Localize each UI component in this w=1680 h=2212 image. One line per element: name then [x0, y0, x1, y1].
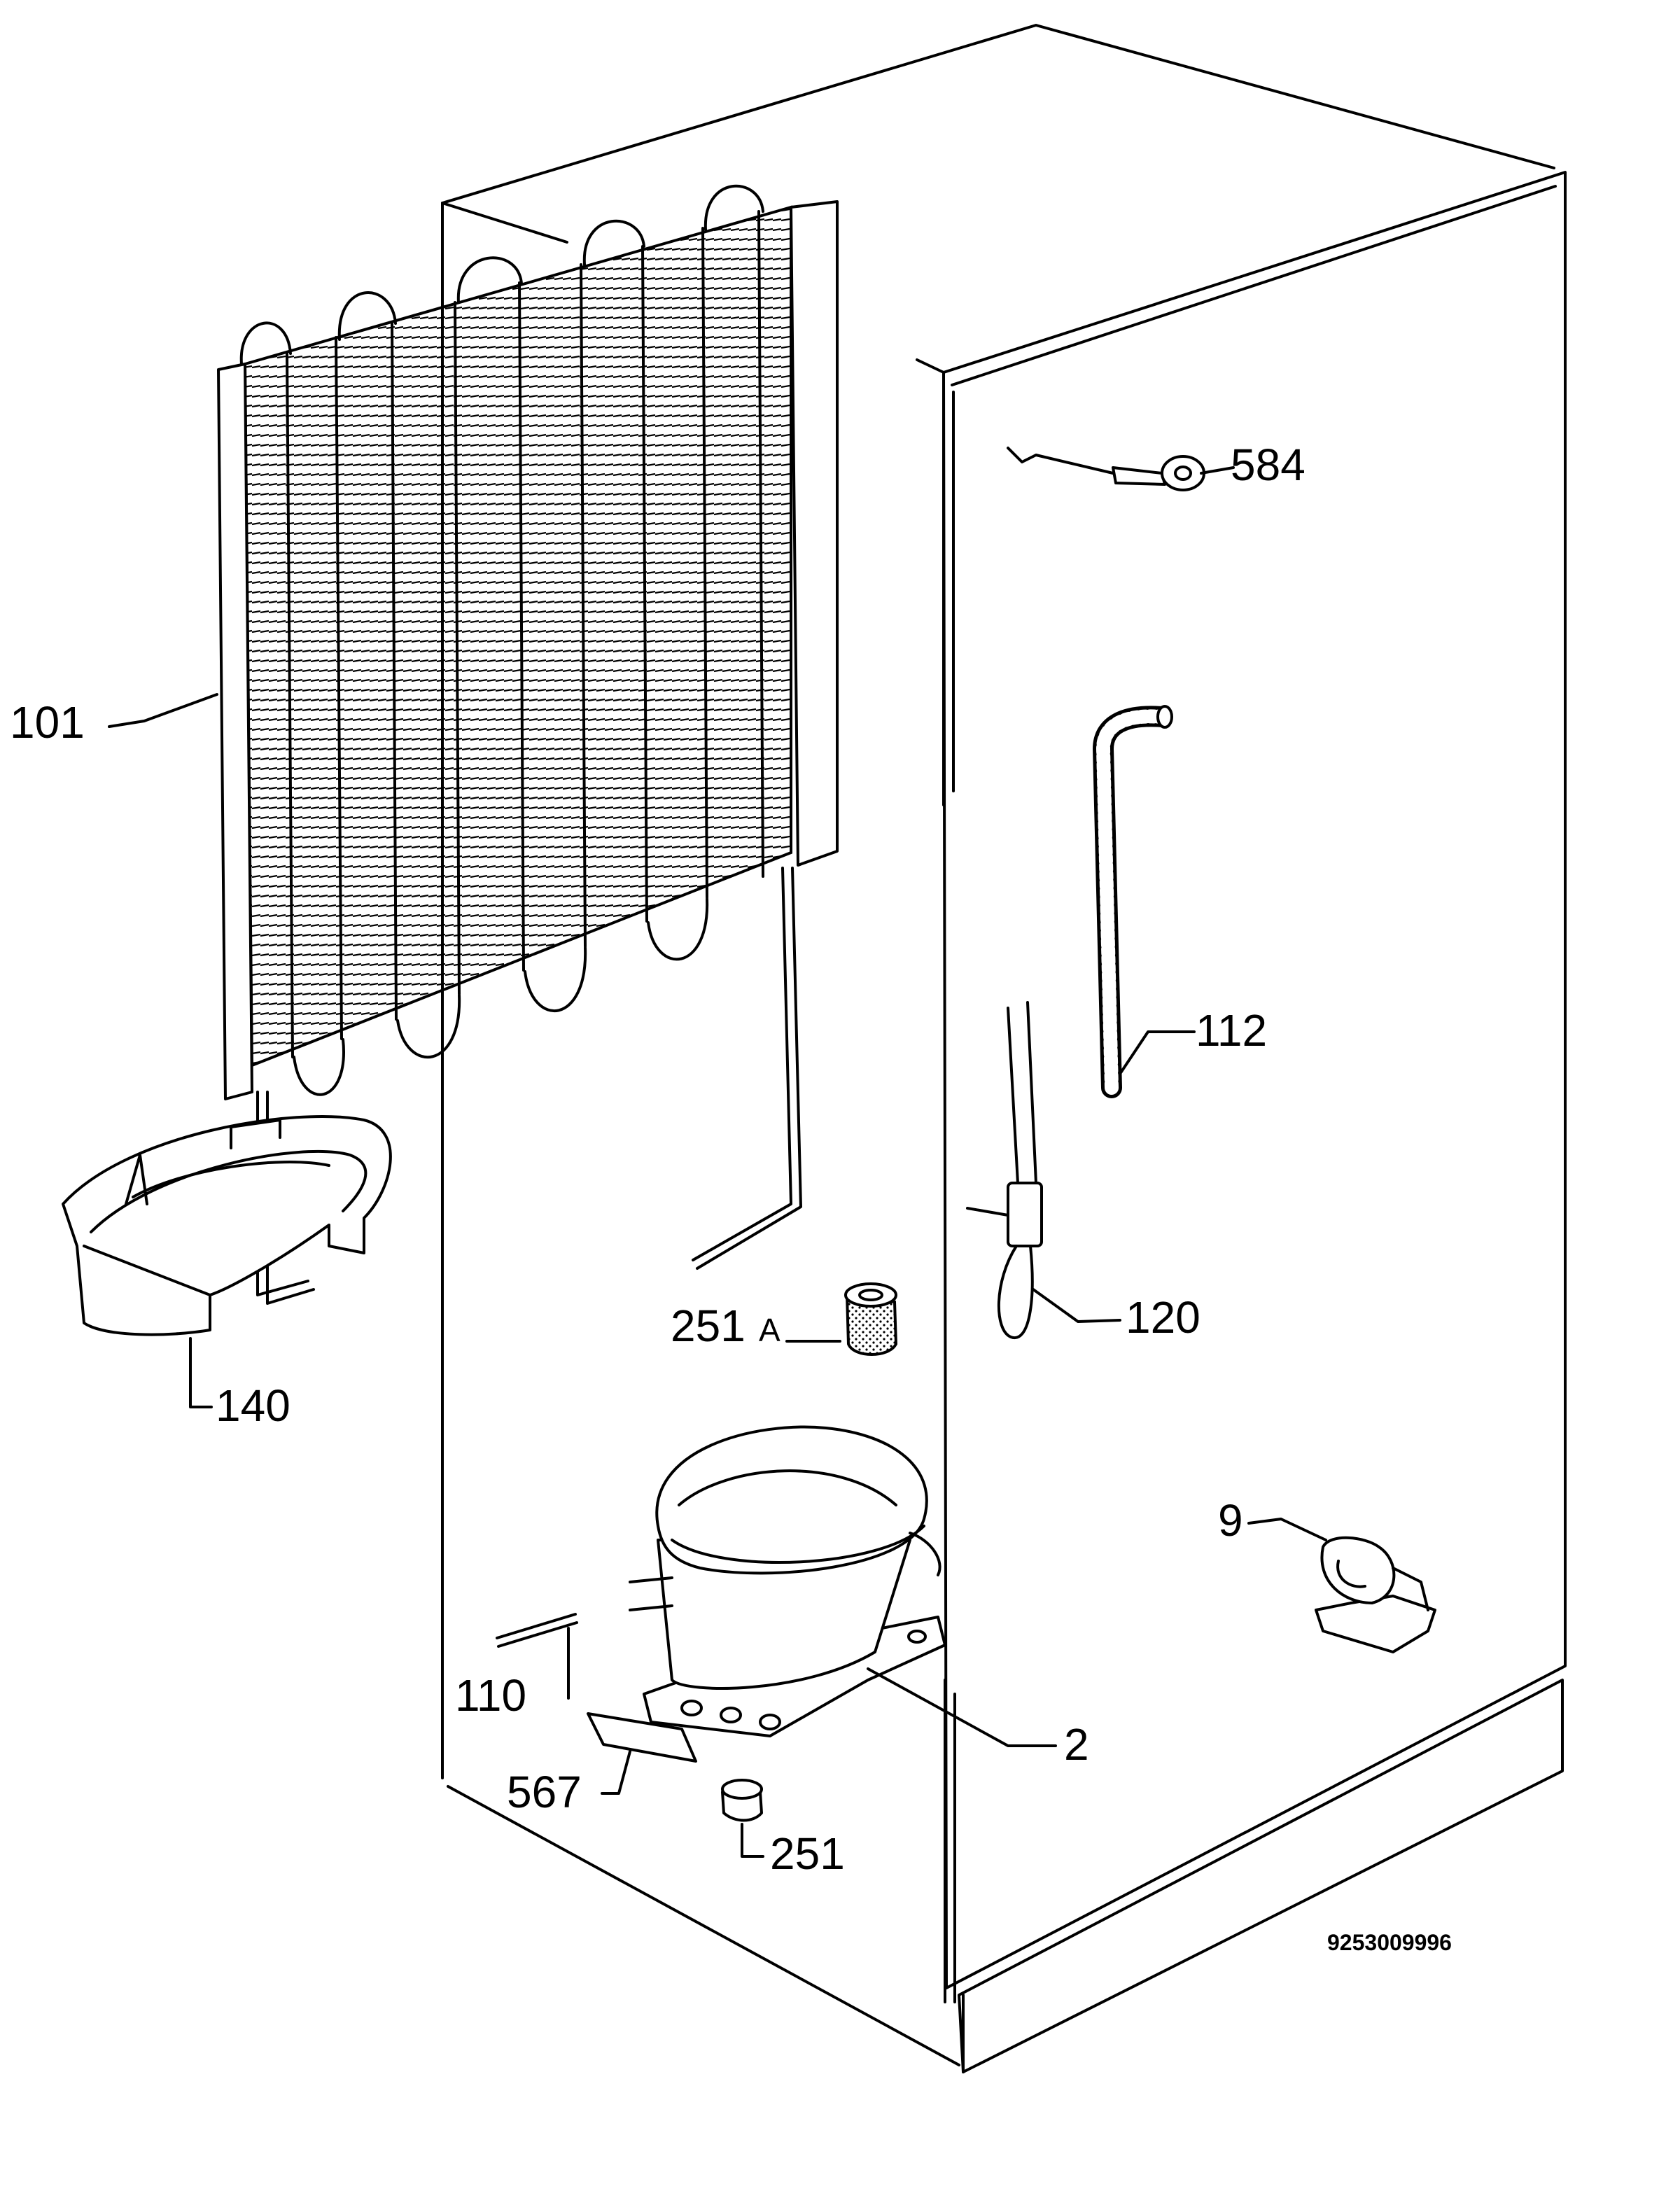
- callout-584: 584: [1231, 440, 1306, 490]
- callout-251a-suffix: A: [759, 1312, 780, 1348]
- document-number: 9253009996: [1327, 1930, 1452, 1955]
- callout-101: 101: [10, 697, 85, 748]
- condenser-coil: [217, 184, 839, 1305]
- callout-140: 140: [216, 1380, 290, 1431]
- callout-112: 112: [1196, 1005, 1267, 1056]
- drip-tray: [62, 1115, 392, 1336]
- grommet-251a: [844, 1282, 898, 1356]
- compressor-2: [629, 1425, 946, 1737]
- leader-lines: [108, 466, 1327, 1858]
- callout-2: 2: [1064, 1719, 1089, 1770]
- small-parts: [496, 1613, 763, 1822]
- callout-251a-number: 251: [671, 1301, 746, 1351]
- callout-251: 251: [770, 1828, 845, 1879]
- sensor-584: [1007, 447, 1205, 491]
- callout-110: 110: [455, 1670, 526, 1721]
- callout-567: 567: [507, 1767, 582, 1817]
- drain-hose-112: [1092, 705, 1173, 1098]
- clamp-9: [1315, 1536, 1436, 1653]
- callout-120: 120: [1126, 1292, 1200, 1343]
- starter-relay-120: [966, 1001, 1043, 1340]
- callout-9: 9: [1218, 1495, 1243, 1546]
